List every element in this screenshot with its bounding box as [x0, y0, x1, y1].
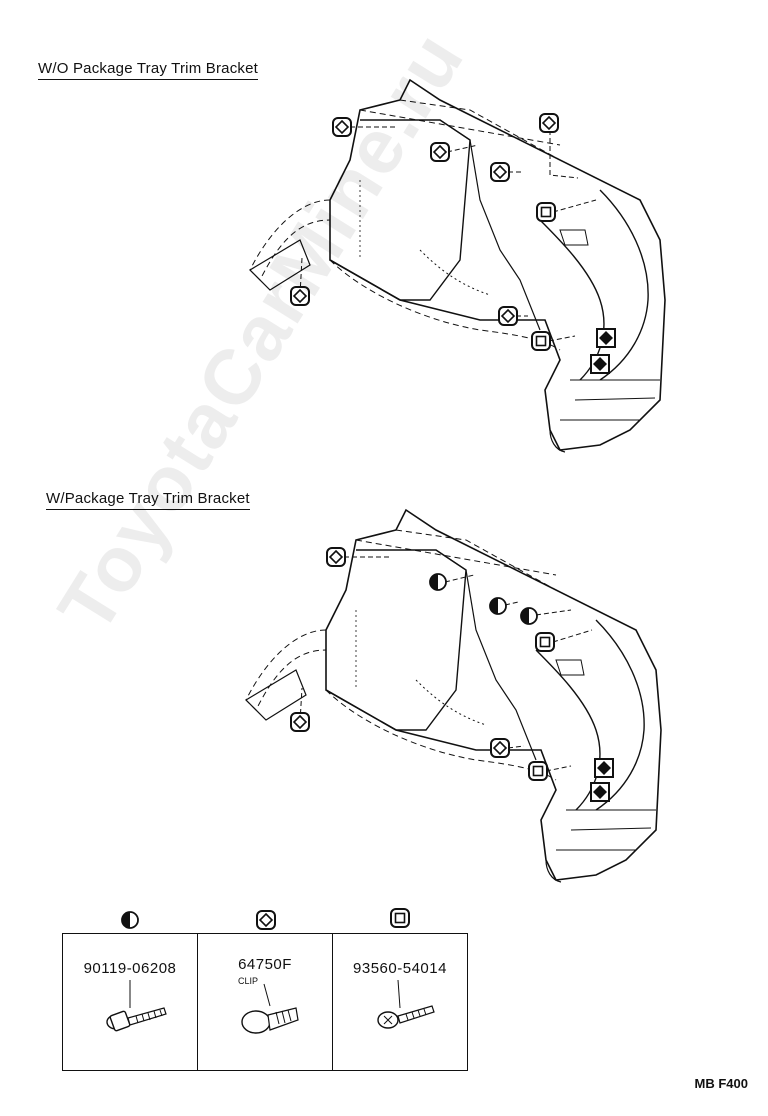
- part-cell-clip: 64750F CLIP: [198, 934, 333, 1070]
- screw-marker: [536, 202, 556, 222]
- clip-marker: [290, 712, 310, 732]
- section-title-text: W/O Package Tray Trim Bracket: [38, 60, 259, 80]
- clip-marker: [539, 113, 559, 133]
- part-sublabel: CLIP: [238, 976, 259, 986]
- clip-marker: [332, 117, 352, 137]
- screw-marker: [535, 632, 555, 652]
- section-title-without-bracket: W/O Package Tray Trim Bracket: [38, 60, 259, 80]
- legend-screw-symbol: [390, 908, 410, 928]
- clip-marker: [590, 354, 610, 374]
- clip-marker: [326, 547, 346, 567]
- clip-marker: [594, 758, 614, 778]
- clip-drawing: [241, 983, 299, 1034]
- part-number: 93560-54014: [353, 960, 447, 977]
- section-title-with-bracket: W/Package Tray Trim Bracket: [46, 490, 250, 510]
- clip-marker: [596, 328, 616, 348]
- clip-marker: [290, 286, 310, 306]
- screw-drawing: [377, 979, 435, 1029]
- trim-panel-without-bracket: [249, 79, 666, 453]
- part-cell-bolt: 90119-06208: [63, 934, 198, 1070]
- part-cell-screw: 93560-54014: [333, 934, 467, 1070]
- bolt-marker: [520, 607, 538, 625]
- bolt-marker: [489, 597, 507, 615]
- bolt-washer-drawing: [106, 980, 167, 1032]
- trim-panel-with-bracket: [245, 509, 662, 883]
- clip-marker: [490, 162, 510, 182]
- bolt-marker: [429, 573, 447, 591]
- page-code: MB F400: [694, 1076, 748, 1091]
- part-number: 90119-06208: [83, 960, 177, 977]
- parts-table: 90119-06208 64750F CLIP 93560-54014: [62, 933, 468, 1071]
- section-title-text: W/Package Tray Trim Bracket: [46, 490, 250, 510]
- legend-clip-symbol: [256, 910, 276, 930]
- part-number: 64750F: [238, 956, 292, 973]
- screw-marker: [531, 331, 551, 351]
- clip-marker: [430, 142, 450, 162]
- screw-marker: [528, 761, 548, 781]
- clip-marker: [498, 306, 518, 326]
- clip-marker: [490, 738, 510, 758]
- clip-marker: [590, 782, 610, 802]
- legend-bolt-symbol: [121, 911, 139, 929]
